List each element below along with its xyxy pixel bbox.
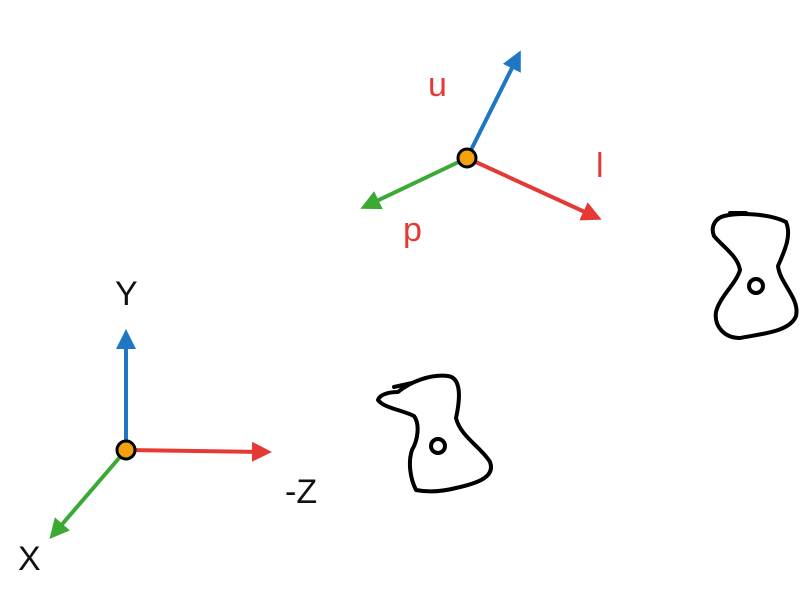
- camera-origin-dot: [456, 147, 478, 169]
- camera-blob-center: [376, 373, 493, 494]
- camera-blob-hole-icon: [429, 437, 447, 455]
- world-frame: Y -Z X: [18, 275, 317, 578]
- world-y-label: Y: [115, 275, 138, 313]
- camera-l-axis: [466, 156, 602, 221]
- camera-blob-hole-icon: [747, 277, 765, 295]
- camera-frame: u l p: [360, 50, 604, 249]
- camera-blob-outline-icon: [376, 373, 493, 494]
- world-neg-z-label: -Z: [285, 473, 317, 511]
- camera-blob-top-tick: [392, 381, 414, 389]
- world-x-label: X: [18, 540, 41, 578]
- world-origin-dot: [115, 439, 137, 461]
- world-x-axis: [49, 448, 128, 540]
- camera-l-label: l: [596, 147, 604, 185]
- camera-blob-outline-icon: [710, 212, 799, 340]
- camera-u-axis: [465, 50, 521, 159]
- camera-blob-right: [710, 211, 799, 340]
- camera-p-axis: [360, 156, 468, 210]
- world-neg-z-axis: [125, 441, 272, 462]
- camera-p-label: p: [403, 211, 422, 249]
- camera-u-label: u: [428, 66, 447, 104]
